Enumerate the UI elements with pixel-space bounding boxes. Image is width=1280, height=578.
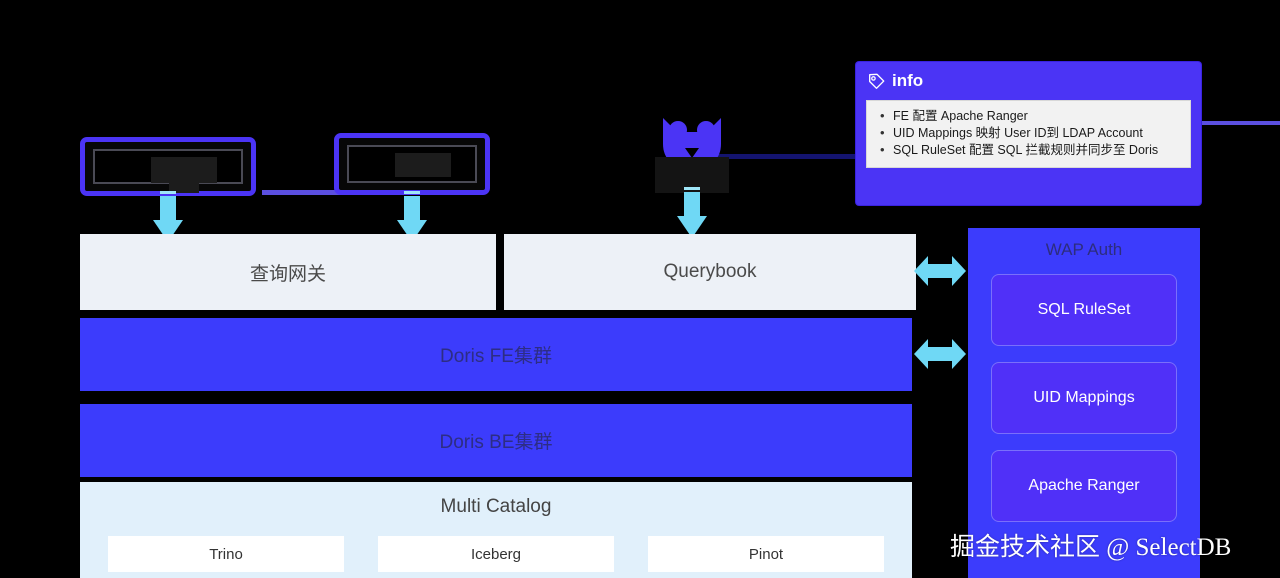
- querybook-panel[interactable]: Querybook: [504, 234, 916, 310]
- source-box-left-redaction: [151, 157, 217, 183]
- tag-icon: [868, 73, 885, 90]
- doris-be-cluster-label: Doris BE集群: [439, 432, 553, 453]
- querybook-label: Querybook: [663, 261, 757, 282]
- arrow-source-to-querybook: [677, 187, 707, 238]
- auth-card-uid-mappings-label: UID Mappings: [1033, 389, 1135, 406]
- auth-card-apache-ranger-label: Apache Ranger: [1028, 477, 1140, 494]
- doris-fe-cluster-label: Doris FE集群: [440, 346, 552, 367]
- wap-auth-panel: WAP Auth SQL RuleSet UID Mappings Apache…: [968, 228, 1200, 578]
- catalog-item-iceberg[interactable]: Iceberg: [378, 536, 614, 572]
- catalog-item-pinot-label: Pinot: [748, 545, 784, 563]
- info-bullet-item: UID Mappings 映射 User ID到 LDAP Account: [871, 124, 1186, 142]
- info-callout-header: info: [856, 62, 1201, 100]
- info-callout-body: FE 配置 Apache Ranger UID Mappings 映射 User…: [866, 100, 1191, 168]
- arrow-querybook-to-auth: [914, 254, 966, 288]
- connector-info-right: [1199, 121, 1280, 125]
- wap-auth-title: WAP Auth: [1045, 240, 1123, 259]
- info-bullet-item: SQL RuleSet 配置 SQL 拦截规则并同步至 Doris: [871, 141, 1186, 159]
- info-callout-title: info: [892, 71, 924, 90]
- source-box-right-inner: [347, 145, 477, 183]
- multi-catalog-items: Trino Iceberg Pinot: [80, 536, 912, 572]
- watermark-text: 掘金技术社区 @ SelectDB: [950, 534, 1232, 561]
- auth-card-sql-ruleset[interactable]: SQL RuleSet: [991, 274, 1177, 346]
- multi-catalog-title: Multi Catalog: [440, 496, 552, 517]
- source-box-left[interactable]: [80, 137, 256, 196]
- query-gateway-panel[interactable]: 查询网关: [80, 234, 496, 310]
- connector-source-left-to-right: [262, 190, 344, 195]
- auth-card-apache-ranger[interactable]: Apache Ranger: [991, 450, 1177, 522]
- catalog-item-trino-label: Trino: [209, 545, 243, 563]
- catalog-item-pinot[interactable]: Pinot: [648, 536, 884, 572]
- info-callout: info FE 配置 Apache Ranger UID Mappings 映射…: [856, 62, 1201, 205]
- catalog-item-trino[interactable]: Trino: [108, 536, 344, 572]
- source-box-left-inner: [93, 149, 243, 193]
- query-gateway-label: 查询网关: [249, 263, 326, 285]
- arrow-fe-to-auth: [914, 337, 966, 371]
- source-box-left-redaction-2: [169, 181, 199, 193]
- auth-card-uid-mappings[interactable]: UID Mappings: [991, 362, 1177, 434]
- connector-querybook-to-info: [712, 154, 862, 159]
- doris-be-cluster-panel[interactable]: Doris BE集群: [80, 404, 912, 477]
- auth-card-sql-ruleset-label: SQL RuleSet: [1037, 301, 1131, 318]
- doris-fe-cluster-panel[interactable]: Doris FE集群: [80, 318, 912, 391]
- source-box-right[interactable]: [334, 133, 490, 195]
- catalog-item-iceberg-label: Iceberg: [470, 545, 522, 563]
- source-box-right-redaction: [395, 153, 451, 177]
- info-bullet-list: FE 配置 Apache Ranger UID Mappings 映射 User…: [871, 107, 1186, 159]
- info-bullet-item: FE 配置 Apache Ranger: [871, 107, 1186, 125]
- multi-catalog-panel: Multi Catalog Trino Iceberg Pinot: [80, 482, 912, 578]
